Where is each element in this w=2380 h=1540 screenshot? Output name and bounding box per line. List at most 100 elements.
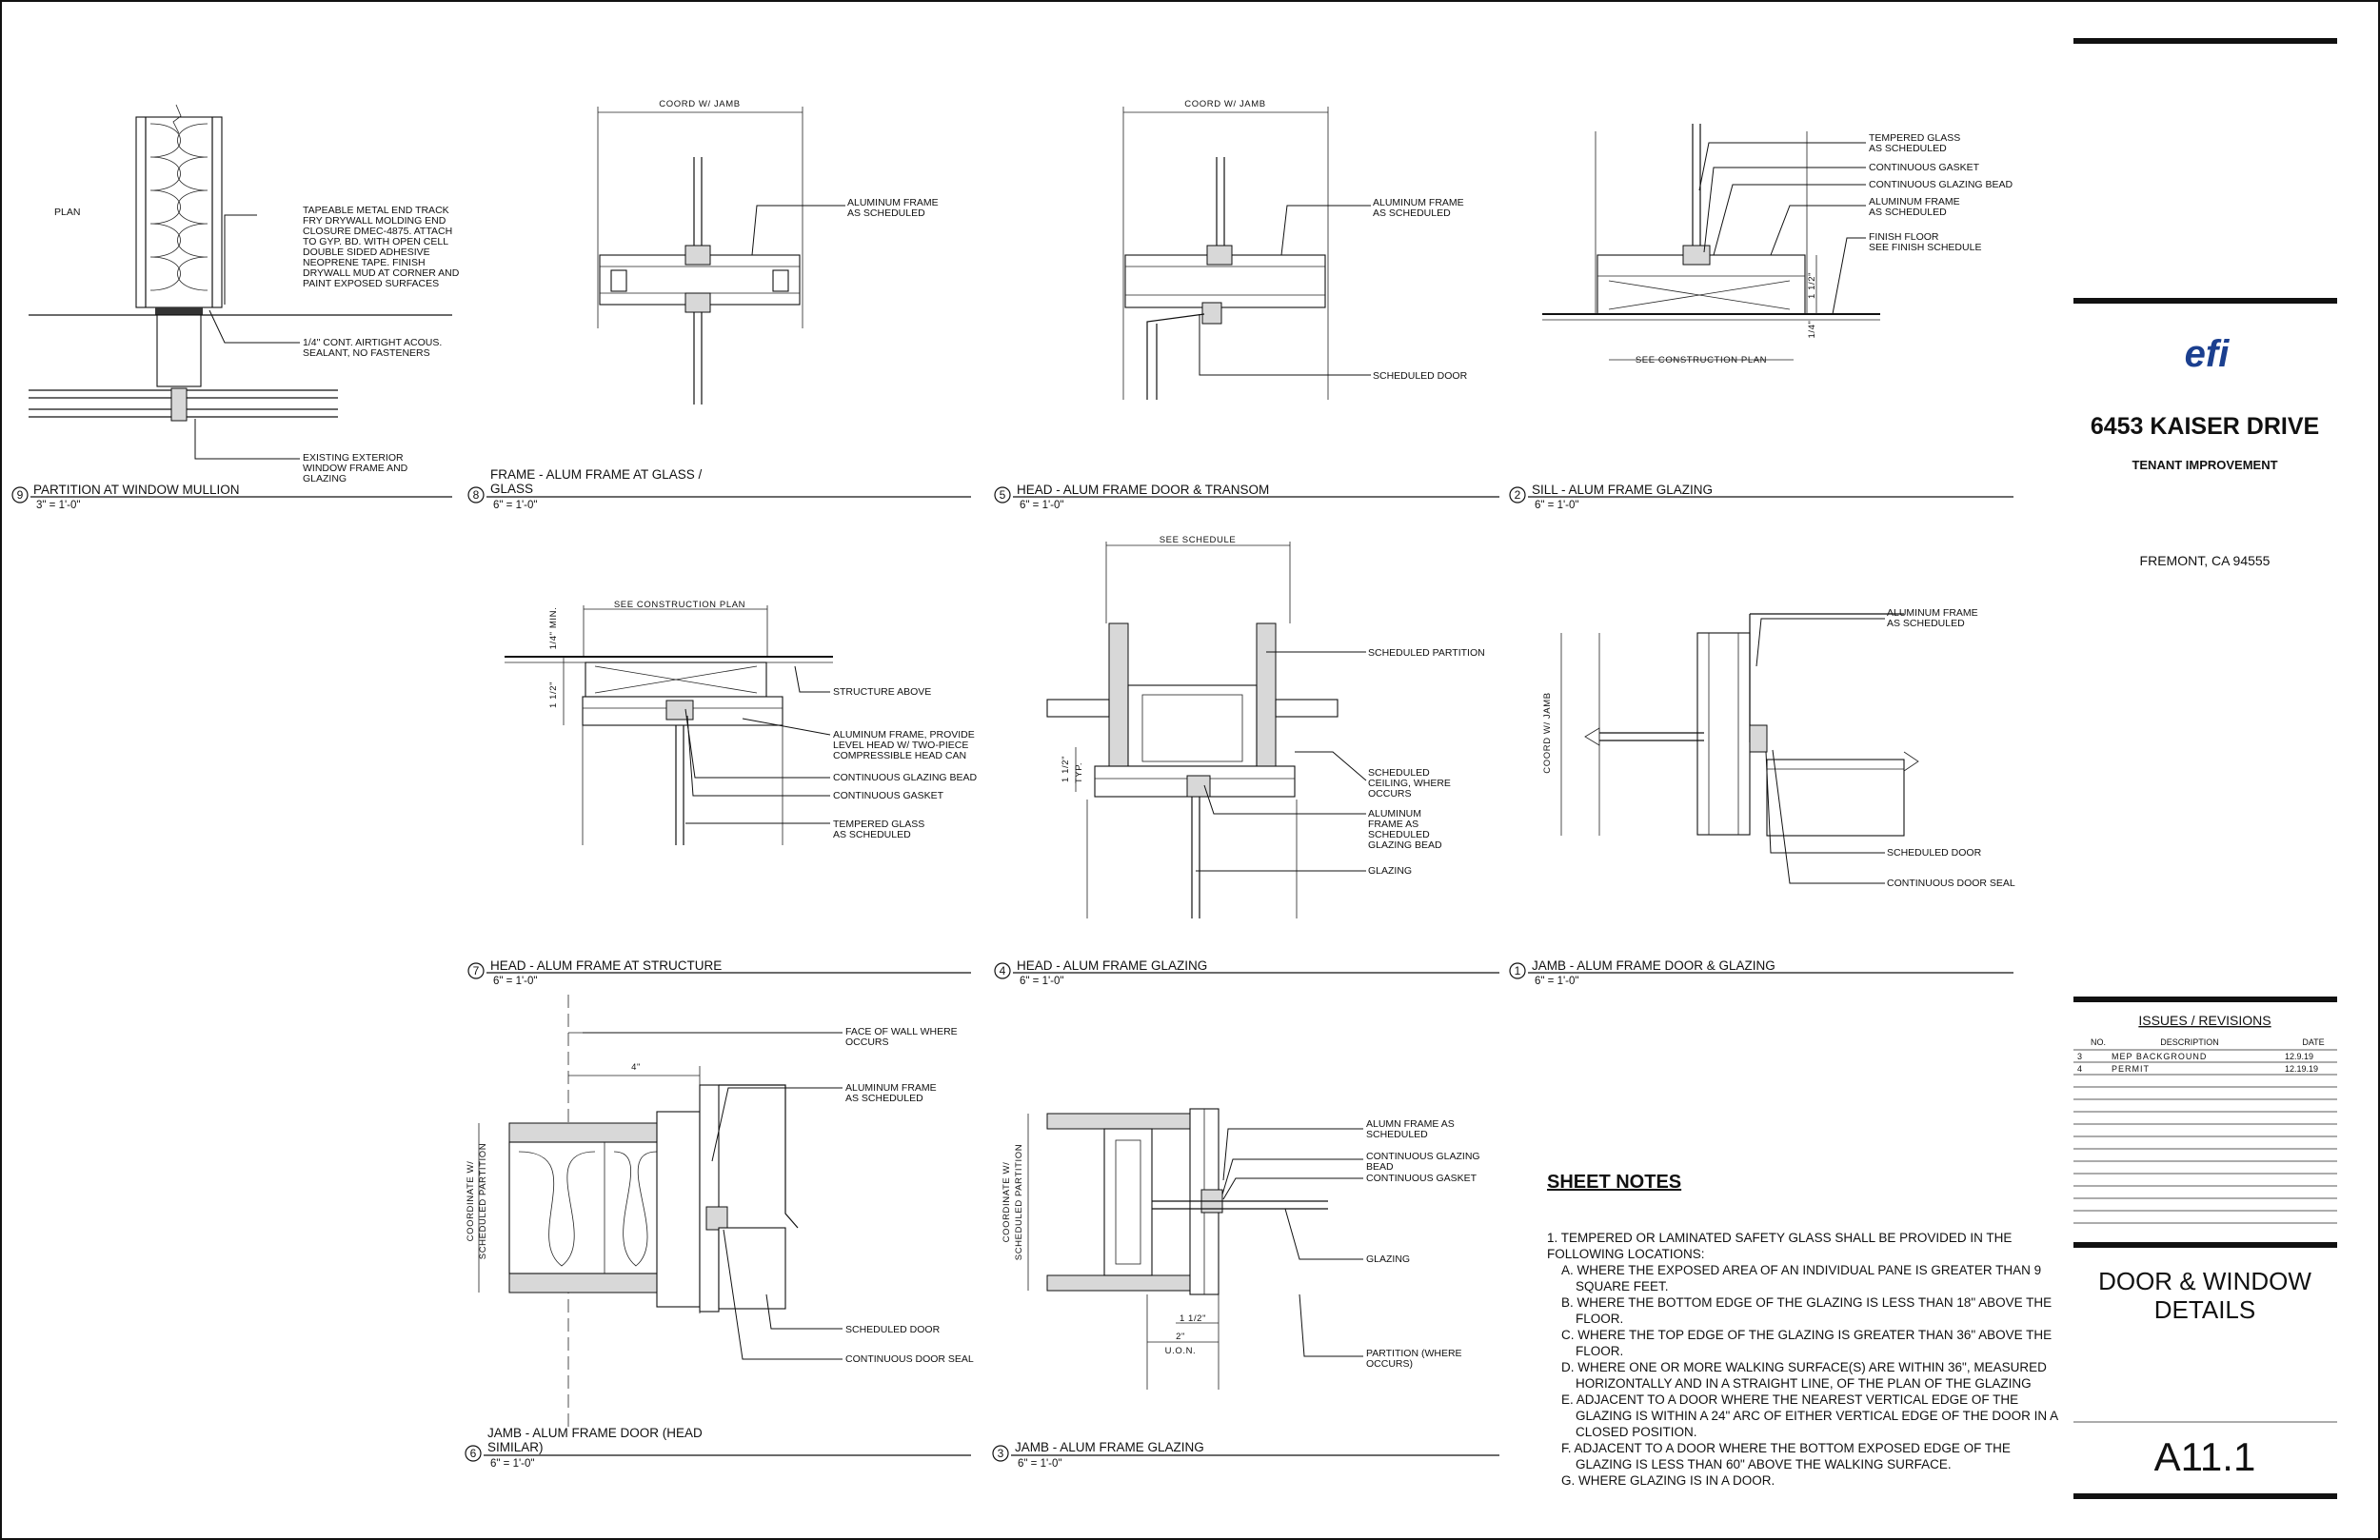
d6-scale: 6" = 1'-0" <box>490 1458 534 1470</box>
d5-scale: 6" = 1'-0" <box>1020 500 1063 511</box>
sheet-title-line-1: DOOR & WINDOW <box>2098 1267 2311 1295</box>
d3-dim-b: 2" <box>1176 1332 1185 1342</box>
d2-note-2: CONTINUOUS GASKET <box>1869 162 1980 173</box>
d1-scale: 6" = 1'-0" <box>1535 976 1578 987</box>
d9-number: 9 <box>17 488 24 502</box>
d6-note-3: SCHEDULED DOOR <box>845 1324 941 1335</box>
detail-6: 4" COORDINATE W/ SCHEDULED PARTITION FAC… <box>465 995 974 1470</box>
d3-note-3: CONTINUOUS GASKET <box>1366 1173 1478 1184</box>
svg-text:PERMIT: PERMIT <box>2112 1064 2150 1074</box>
detail-3: COORDINATE W/ SCHEDULED PARTITION 1 1/2"… <box>992 1108 1499 1470</box>
d8-title-1: FRAME - ALUM FRAME AT GLASS / <box>490 467 703 482</box>
d1-title: JAMB - ALUM FRAME DOOR & GLAZING <box>1532 958 1775 973</box>
issues-heading: ISSUES / REVISIONS <box>2138 1013 2271 1028</box>
svg-text:MEP BACKGROUND: MEP BACKGROUND <box>2112 1052 2207 1061</box>
d6-title-2: SIMILAR) <box>487 1440 544 1454</box>
d6-note-4: CONTINUOUS DOOR SEAL <box>845 1353 974 1365</box>
d9-note-2: 1/4" CONT. AIRTIGHT ACOUS.SEALANT, NO FA… <box>303 337 442 359</box>
d4-title: HEAD - ALUM FRAME GLAZING <box>1017 958 1207 973</box>
revision-row: 4 PERMIT 12.19.19 <box>2077 1064 2318 1074</box>
d8-scale: 6" = 1'-0" <box>493 500 537 511</box>
d1-note-3: CONTINUOUS DOOR SEAL <box>1887 878 2015 889</box>
d3-title: JAMB - ALUM FRAME GLAZING <box>1015 1440 1204 1454</box>
rev-col-no: NO. <box>2091 1037 2106 1047</box>
project-name: 6453 KAISER DRIVE <box>2091 413 2319 440</box>
d3-dim-c: U.O.N. <box>1165 1346 1197 1356</box>
d7-dim-v1: 1/4" MIN. <box>548 607 559 650</box>
d2-note-3: CONTINUOUS GLAZING BEAD <box>1869 179 2013 190</box>
d2-number: 2 <box>1515 488 1521 502</box>
d7-note-3: CONTINUOUS GLAZING BEAD <box>833 772 978 783</box>
revision-row: 3 MEP BACKGROUND 12.9.19 <box>2077 1052 2313 1061</box>
d4-number: 4 <box>1000 964 1006 977</box>
d4-note-4: GLAZING <box>1368 865 1412 877</box>
d3-dim-a: 1 1/2" <box>1180 1313 1206 1324</box>
d3-dim-v2: SCHEDULED PARTITION <box>1014 1144 1024 1260</box>
d9-plan-label: PLAN <box>54 207 80 218</box>
revision-blank-rows <box>2073 1086 2337 1224</box>
d8-dim: COORD W/ JAMB <box>659 99 740 109</box>
d6-dim-4: 4" <box>631 1062 641 1073</box>
d7-title: HEAD - ALUM FRAME AT STRUCTURE <box>490 958 722 973</box>
d2-scale: 6" = 1'-0" <box>1535 500 1578 511</box>
d7-dim-top: SEE CONSTRUCTION PLAN <box>614 600 745 610</box>
d1-dim-v: COORD W/ JAMB <box>1542 692 1553 773</box>
sheet-title-line-2: DETAILS <box>2154 1295 2255 1324</box>
d5-dim: COORD W/ JAMB <box>1184 99 1265 109</box>
d4-dim-top: SEE SCHEDULE <box>1160 535 1237 545</box>
detail-2: SEE CONSTRUCTION PLAN 1 1/2" 1/4" TEMPER… <box>1509 124 2013 511</box>
rev-col-description: DESCRIPTION <box>2160 1037 2219 1047</box>
d6-number: 6 <box>470 1447 477 1460</box>
svg-text:4: 4 <box>2077 1064 2082 1074</box>
d4-scale: 6" = 1'-0" <box>1020 976 1063 987</box>
d7-note-1: STRUCTURE ABOVE <box>833 686 931 698</box>
d3-note-4: GLAZING <box>1366 1254 1410 1265</box>
d2-dim-v1: 1 1/2" <box>1807 272 1817 299</box>
d1-note-2: SCHEDULED DOOR <box>1887 847 1982 859</box>
d7-scale: 6" = 1'-0" <box>493 976 537 987</box>
detail-7: SEE CONSTRUCTION PLAN 1/4" MIN. 1 1/2" S… <box>467 600 978 987</box>
efi-logo: efi <box>2185 333 2231 375</box>
sheet-notes-heading: SHEET NOTES <box>1547 1172 1681 1193</box>
d7-dim-v2: 1 1/2" <box>548 681 559 708</box>
d3-scale: 6" = 1'-0" <box>1018 1458 1061 1470</box>
d1-number: 1 <box>1515 964 1521 977</box>
d5-number: 5 <box>1000 488 1006 502</box>
d7-note-4: CONTINUOUS GASKET <box>833 790 944 801</box>
sheet-number: A11.1 <box>2154 1434 2256 1479</box>
d8-title-2: GLASS <box>490 482 533 496</box>
d2-dim-v2: 1/4" <box>1807 321 1817 339</box>
svg-text:12.9.19: 12.9.19 <box>2285 1052 2313 1061</box>
svg-text:3: 3 <box>2077 1052 2082 1061</box>
rev-col-date: DATE <box>2302 1037 2324 1047</box>
d6-dim-v1: COORDINATE W/ <box>466 1161 476 1242</box>
title-block: efi 6453 KAISER DRIVE TENANT IMPROVEMENT… <box>2073 38 2337 1499</box>
d6-dim-v2: SCHEDULED PARTITION <box>478 1143 488 1259</box>
d4-note-1: SCHEDULED PARTITION <box>1368 647 1485 659</box>
d3-dim-v1: COORDINATE W/ <box>1002 1162 1012 1243</box>
d2-dim-bottom: SEE CONSTRUCTION PLAN <box>1636 355 1767 365</box>
svg-text:12.19.19: 12.19.19 <box>2285 1064 2318 1074</box>
sheet-notes-body: 1. TEMPERED OR LAMINATED SAFETY GLASS SH… <box>1547 1231 2061 1488</box>
d3-number: 3 <box>998 1447 1004 1460</box>
d9-title: PARTITION AT WINDOW MULLION <box>33 483 240 497</box>
